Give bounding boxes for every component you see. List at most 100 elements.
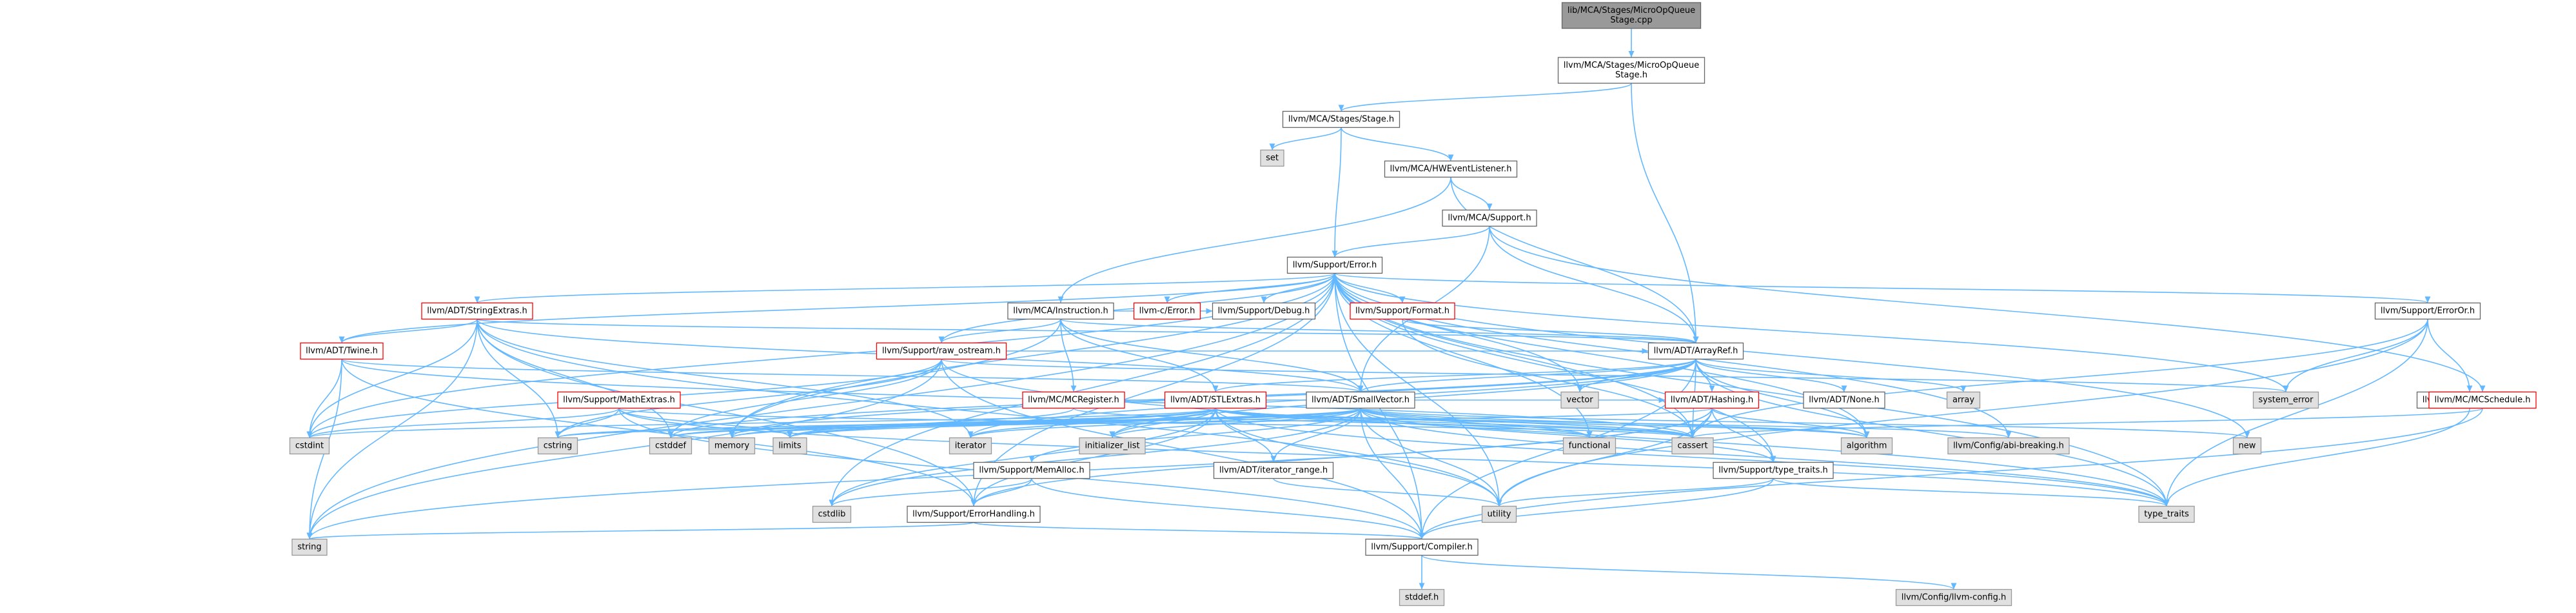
node-hwel[interactable]: llvm/MCA/HWEventListener.h <box>1384 160 1518 178</box>
node-mathextras[interactable]: llvm/Support/MathExtras.h <box>557 391 681 409</box>
node-label: stddef.h <box>1405 593 1439 603</box>
node-label: llvm/Config/abi-breaking.h <box>1953 441 2064 451</box>
node-label: llvm/Support/raw_ostream.h <box>882 347 1001 356</box>
node-hashing[interactable]: llvm/ADT/Hashing.h <box>1664 391 1760 409</box>
edge-twine-to-cassert <box>341 359 1696 438</box>
edge-format-to-arrayref <box>1402 318 1699 344</box>
node-errorhandling[interactable]: llvm/Support/ErrorHandling.h <box>907 505 1041 523</box>
node-c-error[interactable]: llvm-c/Error.h <box>1133 302 1201 320</box>
node-mcschedule[interactable]: llvm/MC/MCSchedule.h <box>2428 391 2537 409</box>
node-box <box>2374 302 2481 320</box>
node-type-traits-h[interactable]: llvm/Support/type_traits.h <box>1713 461 1834 479</box>
node-box <box>1282 110 1401 128</box>
edge-smallvector-to-new <box>1360 407 2250 439</box>
node-memory: memory <box>708 437 756 455</box>
node-initializer-list: initializer_list <box>1079 437 1146 455</box>
node-stddef: stddef.h <box>1399 588 1445 607</box>
edge-support-h-to-error-h <box>1332 226 1490 257</box>
node-box <box>1399 588 1445 607</box>
node-type-traits: type_traits <box>2138 505 2195 523</box>
node-box <box>1946 391 1981 409</box>
node-instruction[interactable]: llvm/MCA/Instruction.h <box>1007 302 1114 320</box>
edge-smallvector-to-cstdlib <box>829 408 1361 507</box>
edge-smallvector-to-type-traits-h <box>1360 408 1776 463</box>
edge-error-h-to-cassert <box>1334 273 1696 438</box>
node-erroror[interactable]: llvm/Support/ErrorOr.h <box>2374 302 2481 320</box>
node-iterator-range[interactable]: llvm/ADT/iterator_range.h <box>1213 461 1334 479</box>
node-label: array <box>1952 396 1974 405</box>
node-arrayref[interactable]: llvm/ADT/ArrayRef.h <box>1647 342 1744 360</box>
node-label: llvm/MCA/HWEventListener.h <box>1390 165 1512 174</box>
edge-instruction-to-stlextras <box>1060 319 1219 392</box>
node-label: Stage.cpp <box>1610 15 1652 25</box>
edge-type-traits-h-to-utility <box>1496 477 1774 507</box>
edge-arrayref-to-stlextras <box>1212 358 1696 393</box>
edge-alignof-to-type-traits <box>2163 408 2470 507</box>
node-set: set <box>1260 149 1284 167</box>
edge-stage-h-to-set <box>1269 127 1342 150</box>
node-stage-h[interactable]: llvm/MCA/Stages/Stage.h <box>1282 110 1401 128</box>
node-error-h[interactable]: llvm/Support/Error.h <box>1286 256 1383 274</box>
node-memalloc[interactable]: llvm/Support/MemAlloc.h <box>973 461 1090 479</box>
node-box <box>1133 302 1201 320</box>
edge-hwel-to-instruction <box>1057 177 1451 303</box>
node-smallvector[interactable]: llvm/ADT/SmallVector.h <box>1306 391 1415 409</box>
edge-instruction-to-raw-ostream <box>938 319 1061 343</box>
node-box <box>2232 437 2262 455</box>
node-label: llvm/MC/MCSchedule.h <box>2434 396 2530 405</box>
edge-smallvector-to-type-traits <box>1360 408 2170 507</box>
node-box <box>1647 342 1744 360</box>
edge-stringextras-to-arrayref <box>477 318 1698 344</box>
node-twine[interactable]: llvm/ADT/Twine.h <box>300 342 384 360</box>
edge-iterator-range-to-utility <box>1273 477 1502 507</box>
edge-smallvector-to-cassert <box>1360 407 1696 439</box>
node-label: llvm/Config/llvm-config.h <box>1902 593 2006 603</box>
node-box <box>949 437 992 455</box>
node-label: utility <box>1488 510 1511 519</box>
node-string: string <box>291 538 328 556</box>
node-box <box>1664 391 1760 409</box>
node-box <box>1840 437 1893 455</box>
node-label: vector <box>1566 396 1593 405</box>
node-box <box>1803 391 1885 409</box>
node-format[interactable]: llvm/Support/Format.h <box>1350 302 1455 320</box>
node-label: Stage.h <box>1615 70 1647 80</box>
edge-hashing-to-algorithm <box>1711 408 1870 438</box>
edge-stlextras-to-type-traits <box>1215 408 2170 507</box>
node-support-h[interactable]: llvm/MCA/Support.h <box>1442 209 1537 227</box>
node-label: llvm/ADT/StringExtras.h <box>427 306 527 316</box>
node-raw-ostream[interactable]: llvm/Support/raw_ostream.h <box>876 342 1007 360</box>
node-label: cassert <box>1677 441 1707 451</box>
node-mcregister[interactable]: llvm/MC/MCRegister.h <box>1022 391 1125 409</box>
node-label: cstddef <box>655 441 687 451</box>
edge-error-h-to-string <box>306 273 1335 539</box>
edge-stlextras-to-cassert <box>1215 407 1696 439</box>
node-box <box>1365 538 1479 556</box>
node-label: cstdlib <box>818 510 846 519</box>
edge-arrayref-to-vector <box>1577 359 1696 392</box>
node-label: llvm/Support/type_traits.h <box>1718 466 1828 476</box>
edge-support-h-to-arrayref <box>1489 226 1699 343</box>
edge-error-h-to-c-error <box>1164 273 1335 303</box>
edge-erroror-to-utility <box>1496 319 2428 507</box>
edge-smallvector-to-algorithm <box>1360 407 1870 439</box>
edge-instruction-to-mcregister <box>1060 319 1077 392</box>
node-box <box>708 437 756 455</box>
node-label: limits <box>778 441 801 451</box>
node-label: llvm/ADT/SmallVector.h <box>1312 396 1410 405</box>
edge-stringextras-to-cstring <box>477 319 561 438</box>
node-compiler[interactable]: llvm/Support/Compiler.h <box>1365 538 1479 556</box>
node-label: lib/MCA/Stages/MicroOpQueue <box>1568 6 1695 15</box>
node-debug[interactable]: llvm/Support/Debug.h <box>1212 302 1316 320</box>
edge-smallvector-to-memalloc <box>1028 408 1361 463</box>
node-label: cstdint <box>295 441 324 451</box>
node-cstdlib: cstdlib <box>812 505 852 523</box>
node-box <box>1713 461 1834 479</box>
node-none[interactable]: llvm/ADT/None.h <box>1803 391 1885 409</box>
edge-compiler-to-llvm-config <box>1421 554 1957 590</box>
node-stlextras[interactable]: llvm/ADT/STLExtras.h <box>1164 391 1267 409</box>
node-stringextras[interactable]: llvm/ADT/StringExtras.h <box>421 302 533 320</box>
